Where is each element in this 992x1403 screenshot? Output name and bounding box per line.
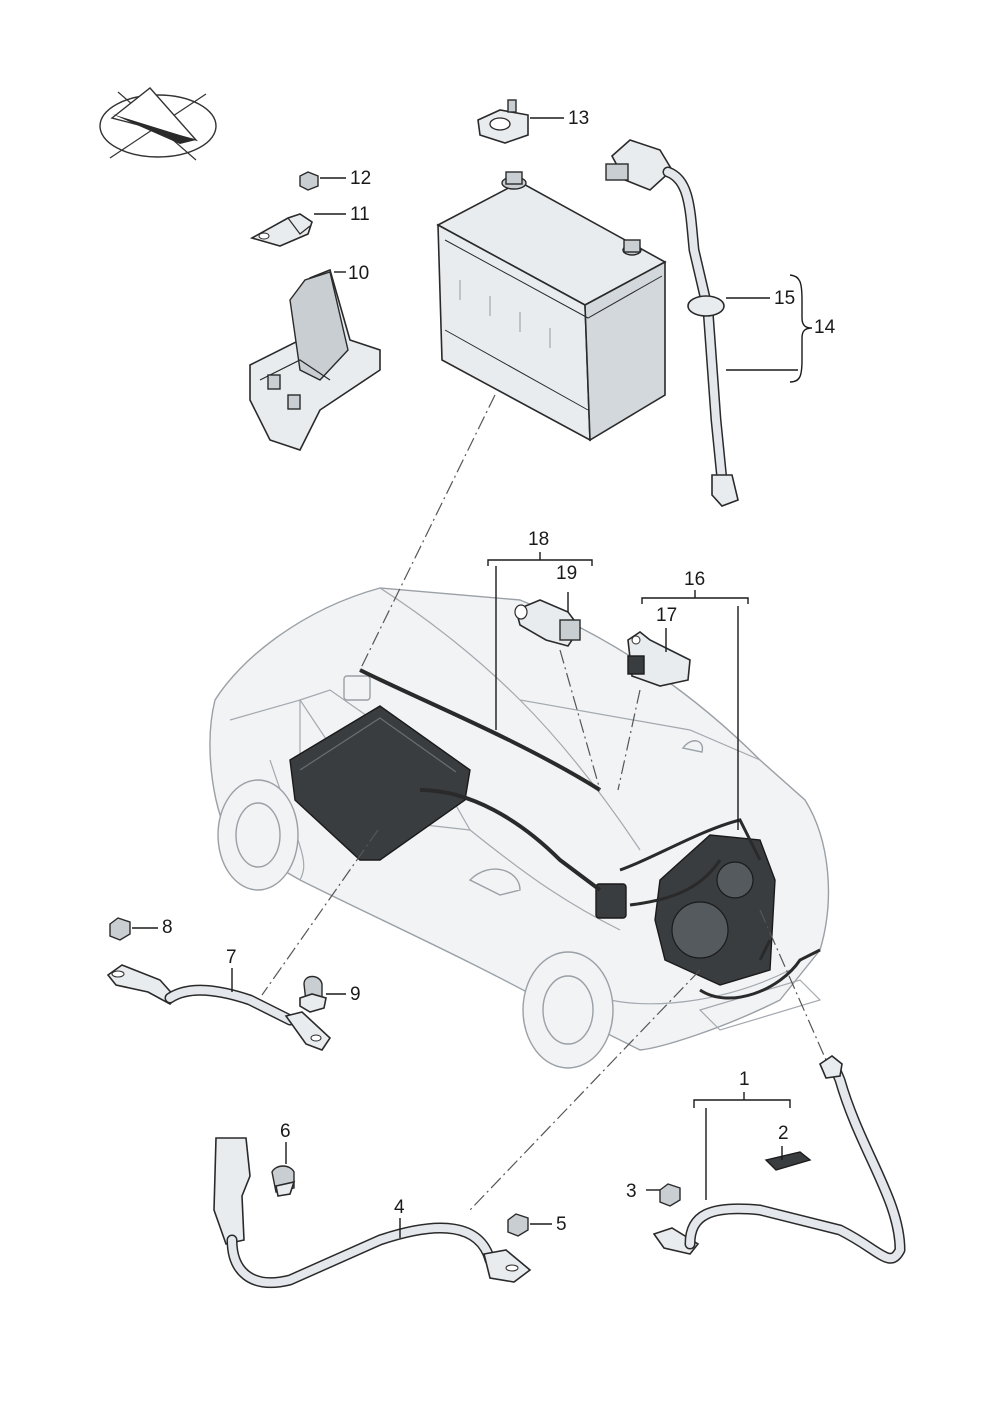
callout-9: 9 — [350, 984, 361, 1005]
callout-6: 6 — [280, 1121, 291, 1142]
callout-14: 14 — [814, 317, 836, 338]
callout-3: 3 — [626, 1181, 637, 1202]
callout-13: 13 — [568, 108, 590, 129]
battery — [436, 171, 667, 442]
part-2-bracket — [764, 1151, 812, 1171]
electric-motor-unit — [595, 834, 776, 986]
callout-19: 19 — [556, 563, 578, 584]
part-12-nut — [299, 171, 319, 191]
callout-11: 11 — [350, 204, 370, 225]
callout-8: 8 — [162, 917, 173, 938]
callout-1: 1 — [739, 1069, 750, 1090]
part-9-bolt — [299, 975, 327, 1013]
part-3-nut — [659, 1183, 681, 1207]
battery-in-vehicle — [289, 705, 471, 861]
callout-10: 10 — [348, 263, 370, 284]
part-10-fuse-holder — [249, 268, 381, 451]
dashed-leaders — [261, 394, 827, 1211]
callout-16: 16 — [684, 569, 706, 590]
part-6-clip — [271, 1165, 296, 1197]
callout-4: 4 — [394, 1197, 405, 1218]
part-4-power-cable — [213, 1137, 532, 1289]
vehicle-wiring — [359, 668, 821, 1000]
part-5-nut — [507, 1213, 529, 1237]
part-7-ground-strap — [106, 964, 332, 1051]
callout-17: 17 — [656, 605, 678, 626]
part-8-nut — [109, 917, 131, 941]
part-14-battery-cable — [605, 139, 739, 507]
orientation-arrow-icon — [99, 87, 217, 161]
vehicle-outline — [209, 587, 830, 1069]
callout-5: 5 — [556, 1214, 567, 1235]
callout-7: 7 — [226, 947, 237, 968]
part-1-cable-set — [652, 1055, 906, 1264]
callout-18: 18 — [528, 529, 550, 550]
part-17-sensor — [627, 631, 691, 687]
part-11-connector — [249, 213, 313, 247]
part-13-terminal-clamp — [477, 99, 529, 144]
callout-2: 2 — [778, 1123, 789, 1144]
part-19-plug — [514, 599, 581, 647]
callout-12: 12 — [350, 168, 372, 189]
callout-15: 15 — [774, 288, 796, 309]
